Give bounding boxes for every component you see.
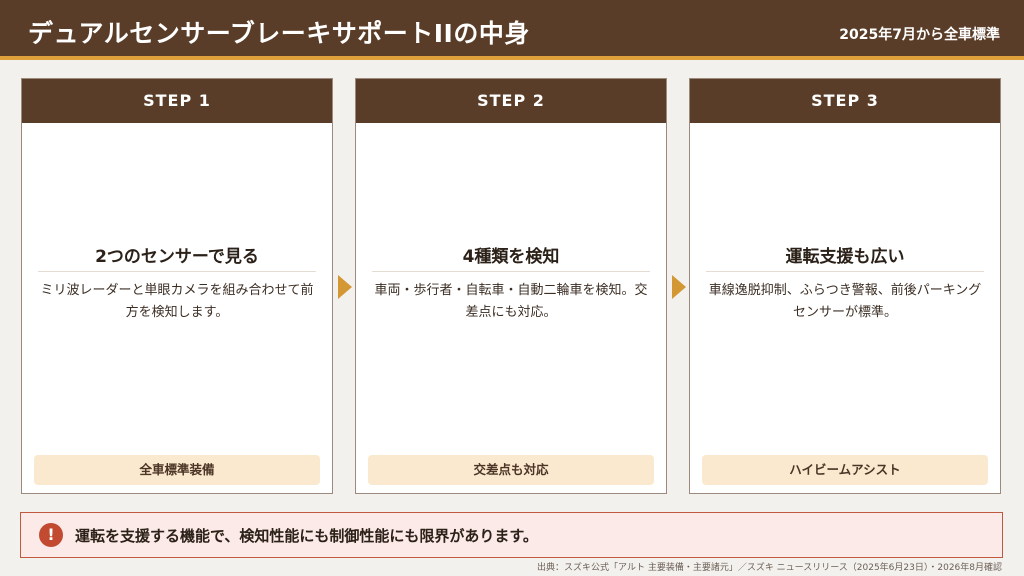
step-description: ミリ波レーダーと単眼カメラを組み合わせて前方を検知します。 xyxy=(40,283,314,320)
step-card-3: STEP 3 運転支援も広い 車線逸脱抑制、ふらつき警報、前後パーキングセンサー… xyxy=(689,78,1001,494)
step-tag: 交差点も対応 xyxy=(368,455,654,485)
exclamation-icon: ! xyxy=(39,523,63,547)
header-bar: デュアルセンサーブレーキサポートIIの中身 2025年7月から全車標準 xyxy=(0,0,1024,60)
step-title: 4種類を検知 xyxy=(462,247,560,267)
step-description: 車線逸脱抑制、ふらつき警報、前後パーキングセンサーが標準。 xyxy=(708,283,982,320)
step-title: 2つのセンサーで見る xyxy=(95,247,259,267)
step-tag: ハイビームアシスト xyxy=(702,455,988,485)
divider xyxy=(372,271,650,272)
step-description: 車両・歩行者・自転車・自動二輪車を検知。交差点にも対応。 xyxy=(374,283,648,320)
divider xyxy=(706,271,984,272)
page-title: デュアルセンサーブレーキサポートIIの中身 xyxy=(28,19,530,48)
step-card-1: STEP 1 2つのセンサーで見る ミリ波レーダーと単眼カメラを組み合わせて前方… xyxy=(21,78,333,494)
step-label: STEP 1 xyxy=(22,79,332,123)
step-label: STEP 2 xyxy=(356,79,666,123)
warning-text: 運転を支援する機能で、検知性能にも制御性能にも限界があります。 xyxy=(75,527,538,545)
divider xyxy=(38,271,316,272)
step-card-2: STEP 2 4種類を検知 車両・歩行者・自転車・自動二輪車を検知。交差点にも対… xyxy=(355,78,667,494)
arrow-right-icon xyxy=(672,275,686,299)
step-tag: 全車標準装備 xyxy=(34,455,320,485)
step-title: 運転支援も広い xyxy=(785,247,905,267)
page-subtitle: 2025年7月から全車標準 xyxy=(839,27,1000,43)
source-note: 出典：スズキ公式「アルト 主要装備・主要諸元」／スズキ ニュースリリース（202… xyxy=(537,563,1002,573)
arrow-right-icon xyxy=(338,275,352,299)
step-label: STEP 3 xyxy=(690,79,1000,123)
warning-banner: ! 運転を支援する機能で、検知性能にも制御性能にも限界があります。 xyxy=(20,512,1003,558)
